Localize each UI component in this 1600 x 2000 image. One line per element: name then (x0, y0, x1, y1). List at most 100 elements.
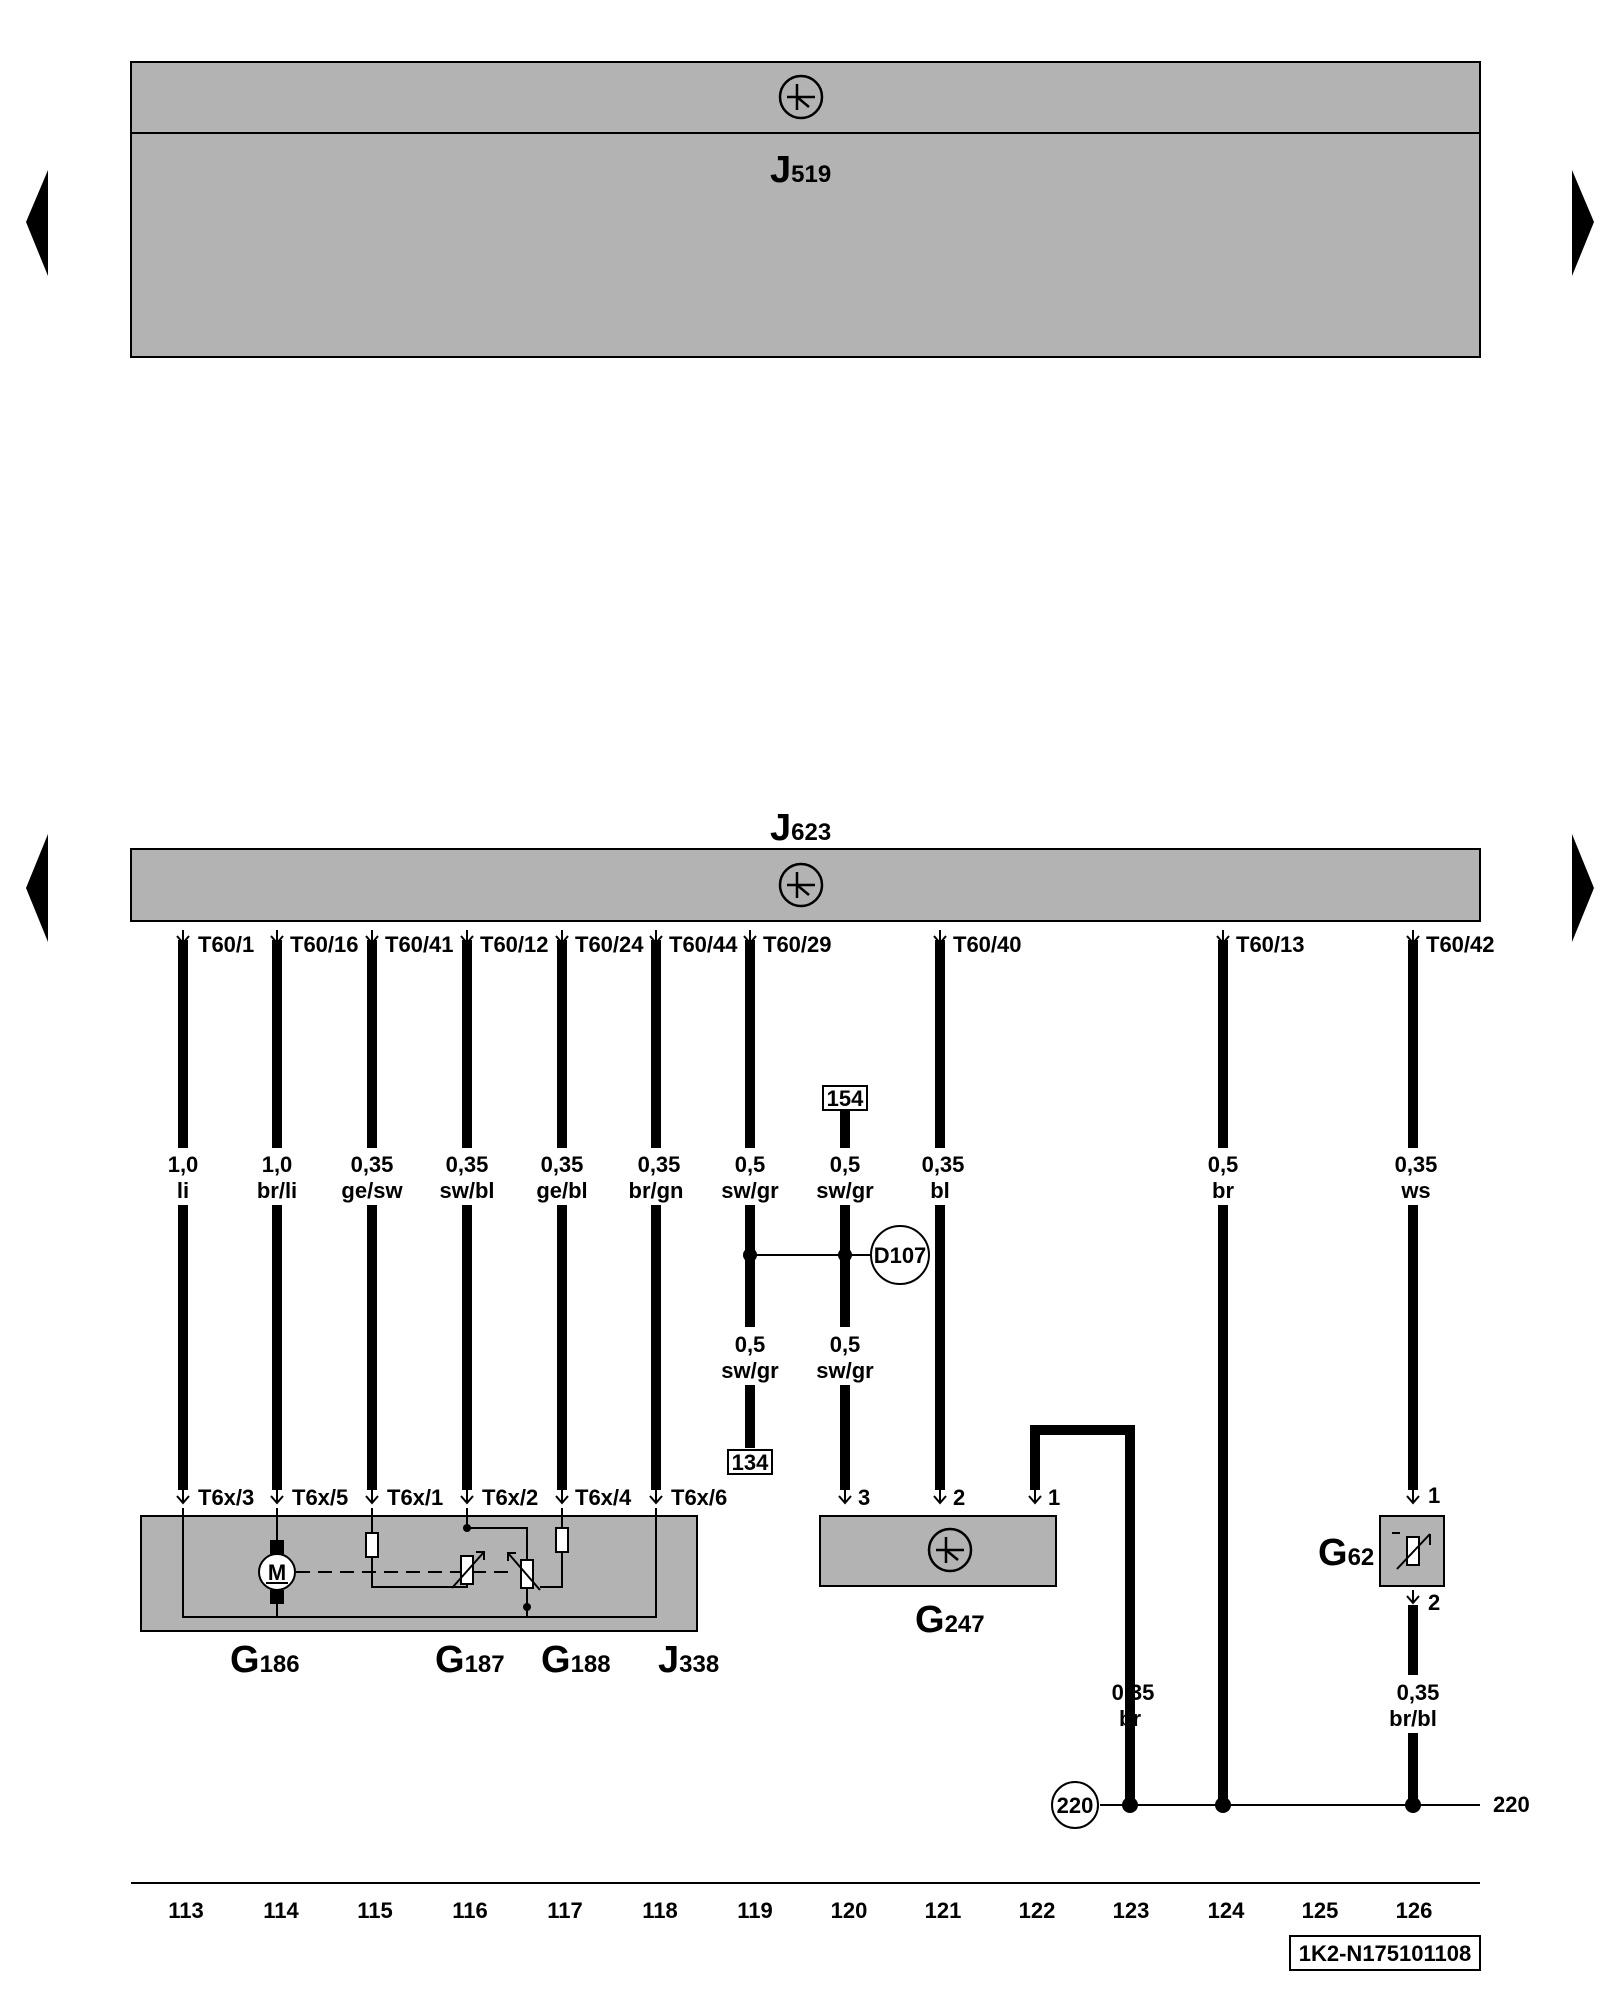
column-number: 126 (1396, 1898, 1433, 1923)
comp-g188-id: G (541, 1639, 571, 1681)
wire-color: sw/gr (816, 1178, 874, 1203)
column-number: 125 (1302, 1898, 1339, 1923)
ref-d107: D107 (870, 1225, 930, 1285)
column-number: 124 (1208, 1898, 1245, 1923)
pin-t60-16: T60/16 (290, 932, 359, 957)
pin-t60-12: T60/12 (480, 932, 549, 957)
svg-text:G247: G247 (915, 1599, 985, 1641)
pin-t6x-6: T6x/6 (671, 1485, 727, 1510)
ref-134: 134 (727, 1449, 773, 1475)
pin-t6x-4: T6x/4 (575, 1485, 632, 1510)
comp-g62-sub: 62 (1348, 1544, 1375, 1571)
column-number: 116 (452, 1898, 488, 1923)
nav-prev-top[interactable] (26, 170, 48, 276)
ref-d107-label: D107 (874, 1243, 927, 1268)
comp-j338-id: J (658, 1639, 679, 1681)
wire-size: 0,35 (446, 1152, 489, 1177)
motor-icon: M (258, 1553, 296, 1591)
svg-text:G187: G187 (435, 1639, 505, 1681)
g62-pin-2: 2 (1428, 1590, 1440, 1615)
wire-size: 0,35 (922, 1152, 965, 1177)
pin-t6x-3: T6x/3 (198, 1485, 254, 1510)
wire-color: sw/gr (721, 1178, 779, 1203)
document-id-label: 1K2-N175101108 (1299, 1941, 1471, 1966)
ground-ref-220: 220 220 (1051, 1781, 1530, 1829)
pin-t60-13: T60/13 (1236, 932, 1305, 957)
svg-text:G62: G62 (1318, 1532, 1374, 1574)
column-number: 113 (168, 1898, 204, 1923)
wire-size: 0,35 (638, 1152, 681, 1177)
ground-ref-220-label: 220 (1057, 1793, 1094, 1818)
g62-pin-1: 1 (1428, 1483, 1440, 1508)
svg-text:J338: J338 (658, 1639, 719, 1681)
potentiometer-icon (507, 1552, 541, 1591)
wire-color: br/li (257, 1178, 297, 1203)
motor-brush (270, 1540, 284, 1554)
throttle-module: M (140, 1508, 698, 1632)
column-number: 121 (925, 1898, 962, 1923)
g247-pin-1: 1 (1048, 1485, 1060, 1510)
nav-prev-mid[interactable] (26, 834, 48, 942)
sensor-g62: 1 2 (1379, 1483, 1445, 1615)
wire-color: br (1212, 1178, 1234, 1203)
column-number: 122 (1019, 1898, 1056, 1923)
pin-t6x-2: T6x/2 (482, 1485, 538, 1510)
unit-j519-sub: 519 (791, 161, 831, 188)
wire-color: ws (1400, 1178, 1430, 1203)
motor-brush (270, 1590, 284, 1604)
wire-size: 0,5 (830, 1332, 861, 1357)
document-id: 1K2-N175101108 (1289, 1935, 1481, 1971)
pin-t60-42: T60/42 (1426, 932, 1495, 957)
wire-color: sw/gr (816, 1358, 874, 1383)
nav-next-top[interactable] (1572, 170, 1594, 276)
wire-color: br (1119, 1706, 1141, 1731)
pin-t60-29: T60/29 (763, 932, 832, 957)
column-number: 123 (1113, 1898, 1150, 1923)
unit-j623-id: J (770, 807, 791, 849)
svg-text:G188: G188 (541, 1639, 611, 1681)
wire-size: 1,0 (168, 1152, 199, 1177)
g247-pin-2: 2 (953, 1485, 965, 1510)
j623-pin-labels: T60/1 T60/16 T60/41 T60/12 T60/24 T60/44… (198, 932, 1495, 957)
column-number: 115 (357, 1898, 393, 1923)
pin-t60-44: T60/44 (669, 932, 738, 957)
wire-color: ge/bl (536, 1178, 587, 1203)
wire-size: 0,5 (735, 1332, 766, 1357)
wire-size: 0,35 (351, 1152, 394, 1177)
comp-g62-id: G (1318, 1532, 1348, 1574)
column-number: 119 (737, 1898, 773, 1923)
g247-pin-3: 3 (858, 1485, 870, 1510)
t6x-pin-labels: T6x/3 T6x/5 T6x/1 T6x/2 T6x/4 T6x/6 (198, 1485, 727, 1510)
upper-wires (178, 940, 1480, 1813)
upper-wire-labels: 1,0 li 1,0 br/li 0,35 ge/sw 0,35 sw/bl 0… (168, 1152, 1438, 1203)
comp-j338-sub: 338 (679, 1651, 719, 1678)
comp-g187-id: G (435, 1639, 465, 1681)
pin-t60-40: T60/40 (953, 932, 1022, 957)
wire-color: sw/gr (721, 1358, 779, 1383)
column-number: 118 (642, 1898, 678, 1923)
svg-text:G186: G186 (230, 1639, 300, 1681)
wire-color: ge/sw (341, 1178, 403, 1203)
nav-next-mid[interactable] (1572, 834, 1594, 942)
pin-t6x-1: T6x/1 (387, 1485, 443, 1510)
potentiometer-icon (451, 1551, 485, 1589)
comp-g186-sub: 186 (260, 1651, 300, 1678)
unit-j623-sub: 623 (791, 819, 831, 846)
electronic-module-icon (778, 862, 824, 908)
wire-color: bl (930, 1178, 950, 1203)
control-unit-j623: J623 (130, 807, 1481, 922)
electronic-module-icon (778, 74, 824, 120)
column-number: 117 (547, 1898, 583, 1923)
wire-size: 0,5 (830, 1152, 861, 1177)
component-labels: G186 G187 G188 J338 G247 G62 (230, 1532, 1374, 1681)
comp-g247-id: G (915, 1599, 945, 1641)
wire-color: br/gn (629, 1178, 684, 1203)
lower-wire-labels: 0,5 sw/gr 0,5 sw/gr 0,35 br 0,35 br/bl (721, 1332, 1439, 1731)
column-number: 114 (263, 1898, 299, 1923)
wire-size: 0,35 (1395, 1152, 1438, 1177)
wire-color: br/bl (1389, 1706, 1437, 1731)
wire-size: 1,0 (262, 1152, 293, 1177)
ref-134-label: 134 (732, 1450, 769, 1475)
electronic-module-icon (927, 1527, 973, 1573)
